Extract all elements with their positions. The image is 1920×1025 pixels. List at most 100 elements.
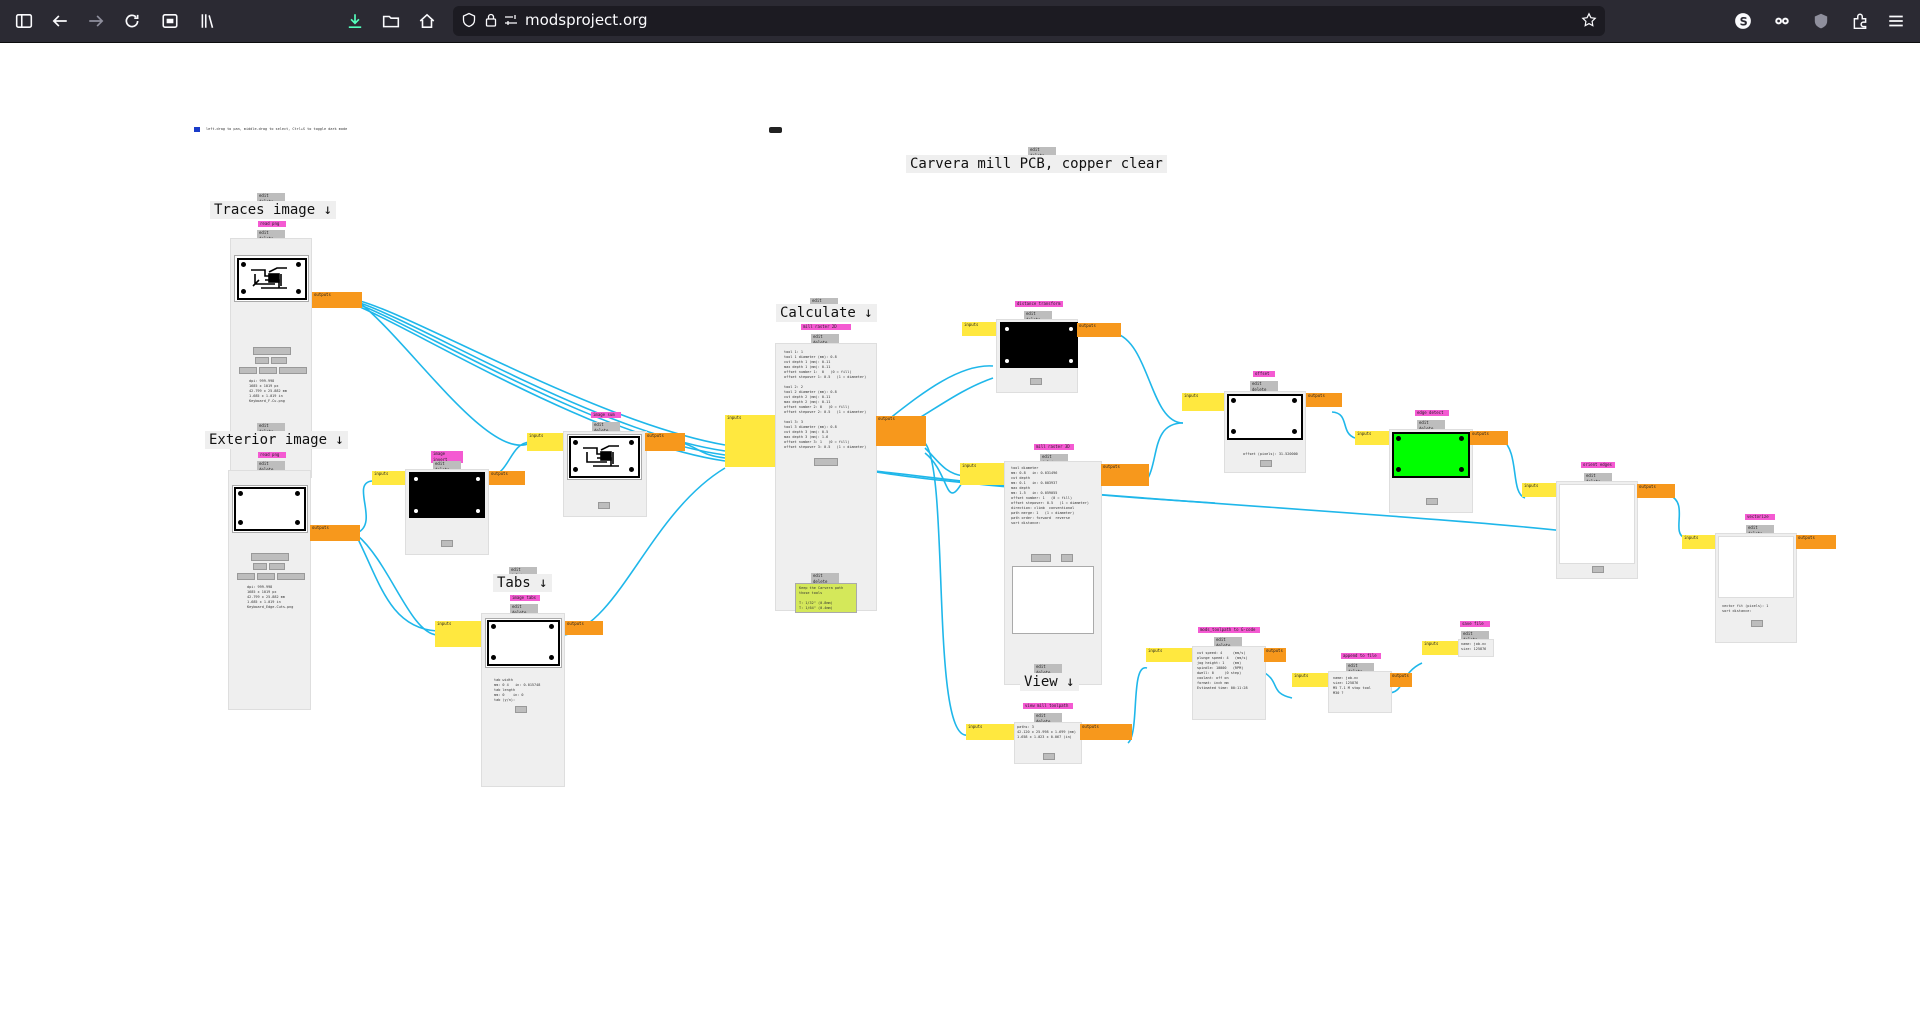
mill-raster-3d-tag[interactable]: mill raster 3D [1034, 444, 1074, 450]
sidebar-icon[interactable] [12, 9, 36, 33]
traces-rotate-button[interactable] [279, 367, 307, 374]
image-tabs-outputs[interactable]: outputs [565, 621, 603, 635]
view-header[interactable]: View ↓ [1020, 673, 1079, 691]
gcode-outputs[interactable]: outputs [1264, 648, 1286, 662]
mill-3d-view-button[interactable] [1061, 554, 1073, 562]
mill-raster-3d-outputs[interactable]: outputs [1101, 464, 1149, 486]
exterior-rotate-button[interactable] [277, 573, 305, 580]
append-file-outputs[interactable]: outputs [1390, 673, 1412, 687]
read-png-traces-outputs[interactable]: outputs [312, 292, 362, 308]
orient-edges-inputs[interactable]: inputs [1522, 483, 1560, 497]
container-tab-icon[interactable] [158, 9, 182, 33]
image-invert-view-button[interactable] [441, 540, 453, 547]
image-sum-inputs[interactable]: inputs [527, 433, 567, 451]
edge-detect-tag[interactable]: edge detect [1415, 410, 1449, 416]
read-png-exterior-outputs[interactable]: outputs [310, 525, 360, 541]
image-invert-tag[interactable]: image invert [431, 451, 463, 463]
mill-raster-2d-tag[interactable]: mill raster 2D [801, 324, 851, 330]
append-file-tag[interactable]: append to file [1341, 653, 1381, 659]
page-title[interactable]: Carvera mill PCB, copper clear [906, 155, 1167, 173]
orient-edges-outputs[interactable]: outputs [1637, 484, 1675, 498]
menu-icon[interactable] [1884, 9, 1908, 33]
read-png-exterior-tag[interactable]: read png [258, 452, 286, 458]
traces-view-button[interactable] [255, 357, 269, 364]
offset-edit[interactable]: edit delete [1250, 381, 1278, 393]
distance-transform-outputs[interactable]: outputs [1077, 323, 1121, 337]
mill-3d-calculate-button[interactable] [1031, 554, 1051, 562]
append-file-inputs[interactable]: inputs [1292, 673, 1332, 687]
downloads-icon[interactable] [343, 9, 367, 33]
view-toolpath-button[interactable] [1043, 753, 1055, 760]
view-toolpath-outputs[interactable]: outputs [1080, 724, 1132, 740]
address-bar[interactable]: modsproject.org [453, 6, 1605, 36]
bookmark-star-icon[interactable] [1581, 12, 1599, 30]
tabs-apply-button[interactable] [515, 706, 527, 713]
save-file-tag[interactable]: save file [1460, 621, 1490, 627]
traces-flip-h-button[interactable] [239, 367, 257, 374]
ublock-icon[interactable] [1809, 9, 1833, 33]
dark-mode-toggle[interactable] [769, 127, 782, 133]
select-png-file-exterior-button[interactable] [251, 553, 289, 561]
shield-icon[interactable] [461, 12, 479, 30]
save-file-inputs[interactable]: inputs [1422, 641, 1462, 655]
exterior-invert-button[interactable] [269, 563, 285, 570]
image-tabs-tag[interactable]: image tabs [510, 595, 540, 601]
extensions-icon[interactable] [1848, 9, 1872, 33]
gcode-inputs[interactable]: inputs [1146, 648, 1196, 662]
vectorize-outputs[interactable]: outputs [1796, 535, 1836, 549]
image-sum-view-button[interactable] [598, 502, 610, 509]
exterior-flip-v-button[interactable] [257, 573, 275, 580]
mill-raster-3d-inputs[interactable]: inputs [960, 463, 1006, 485]
vectorize-tag[interactable]: vectorize [1745, 514, 1775, 520]
edge-detect-inputs[interactable]: inputs [1355, 431, 1393, 445]
orient-edges-module [1556, 481, 1638, 579]
edge-detect-view-button[interactable] [1426, 498, 1438, 505]
back-icon[interactable] [48, 9, 72, 33]
view-toolpath-tag[interactable]: view mill toolpath [1023, 703, 1073, 709]
select-png-file-button[interactable] [253, 347, 291, 355]
image-invert-outputs[interactable]: outputs [489, 471, 525, 485]
offset-tag[interactable]: offset [1253, 371, 1275, 377]
offset-inputs[interactable]: inputs [1182, 393, 1226, 411]
traces-header[interactable]: Traces image ↓ [210, 201, 337, 219]
gcode-tag[interactable]: mods_toolpath to G-code [1198, 627, 1260, 633]
vectorize-inputs[interactable]: inputs [1682, 535, 1720, 549]
mill-raster-2d-inputs[interactable]: inputs [725, 415, 779, 467]
folder-icon[interactable] [379, 9, 403, 33]
mods-canvas[interactable]: left-drag to pan, middle-drag to select,… [0, 43, 1920, 1025]
reload-icon[interactable] [120, 9, 144, 33]
calculate-header[interactable]: Calculate ↓ [776, 304, 877, 322]
lock-icon[interactable] [483, 12, 501, 30]
read-png-traces-tag[interactable]: read png [258, 221, 286, 227]
forward-icon[interactable] [84, 9, 108, 33]
calculate-note-edit[interactable]: edit delete [811, 573, 839, 585]
offset-view-button[interactable] [1260, 460, 1272, 467]
view-toolpath-inputs[interactable]: inputs [966, 724, 1018, 740]
site-permissions-icon[interactable] [503, 12, 521, 30]
calculate-button[interactable] [814, 458, 838, 466]
extension-s-icon[interactable]: S [1731, 9, 1755, 33]
exterior-view-button[interactable] [253, 563, 267, 570]
distance-transform-view-button[interactable] [1030, 378, 1042, 385]
offset-outputs[interactable]: outputs [1306, 393, 1342, 407]
traces-flip-v-button[interactable] [259, 367, 277, 374]
library-icon[interactable] [196, 9, 220, 33]
image-sum-outputs[interactable]: outputs [645, 433, 685, 451]
distance-transform-inputs[interactable]: inputs [962, 322, 998, 336]
extension-eyes-icon[interactable] [1770, 9, 1794, 33]
edge-detect-outputs[interactable]: outputs [1470, 431, 1508, 445]
exterior-flip-h-button[interactable] [237, 573, 255, 580]
mill-raster-2d-outputs[interactable]: outputs [876, 416, 926, 446]
exterior-header[interactable]: Exterior image ↓ [205, 431, 348, 449]
image-sum-tag[interactable]: image sum [591, 412, 621, 418]
traces-invert-button[interactable] [271, 357, 287, 364]
vectorize-view-button[interactable] [1751, 620, 1763, 627]
orient-edges-tag[interactable]: orient edges [1581, 462, 1615, 468]
image-tabs-inputs[interactable]: inputs [435, 621, 483, 647]
image-invert-inputs[interactable]: inputs [372, 471, 408, 485]
home-icon[interactable] [415, 9, 439, 33]
tabs-header[interactable]: Tabs ↓ [493, 574, 552, 592]
image-sum-preview [567, 434, 642, 480]
distance-transform-tag[interactable]: distance transform [1015, 301, 1063, 307]
orient-edges-view-button[interactable] [1592, 566, 1604, 573]
